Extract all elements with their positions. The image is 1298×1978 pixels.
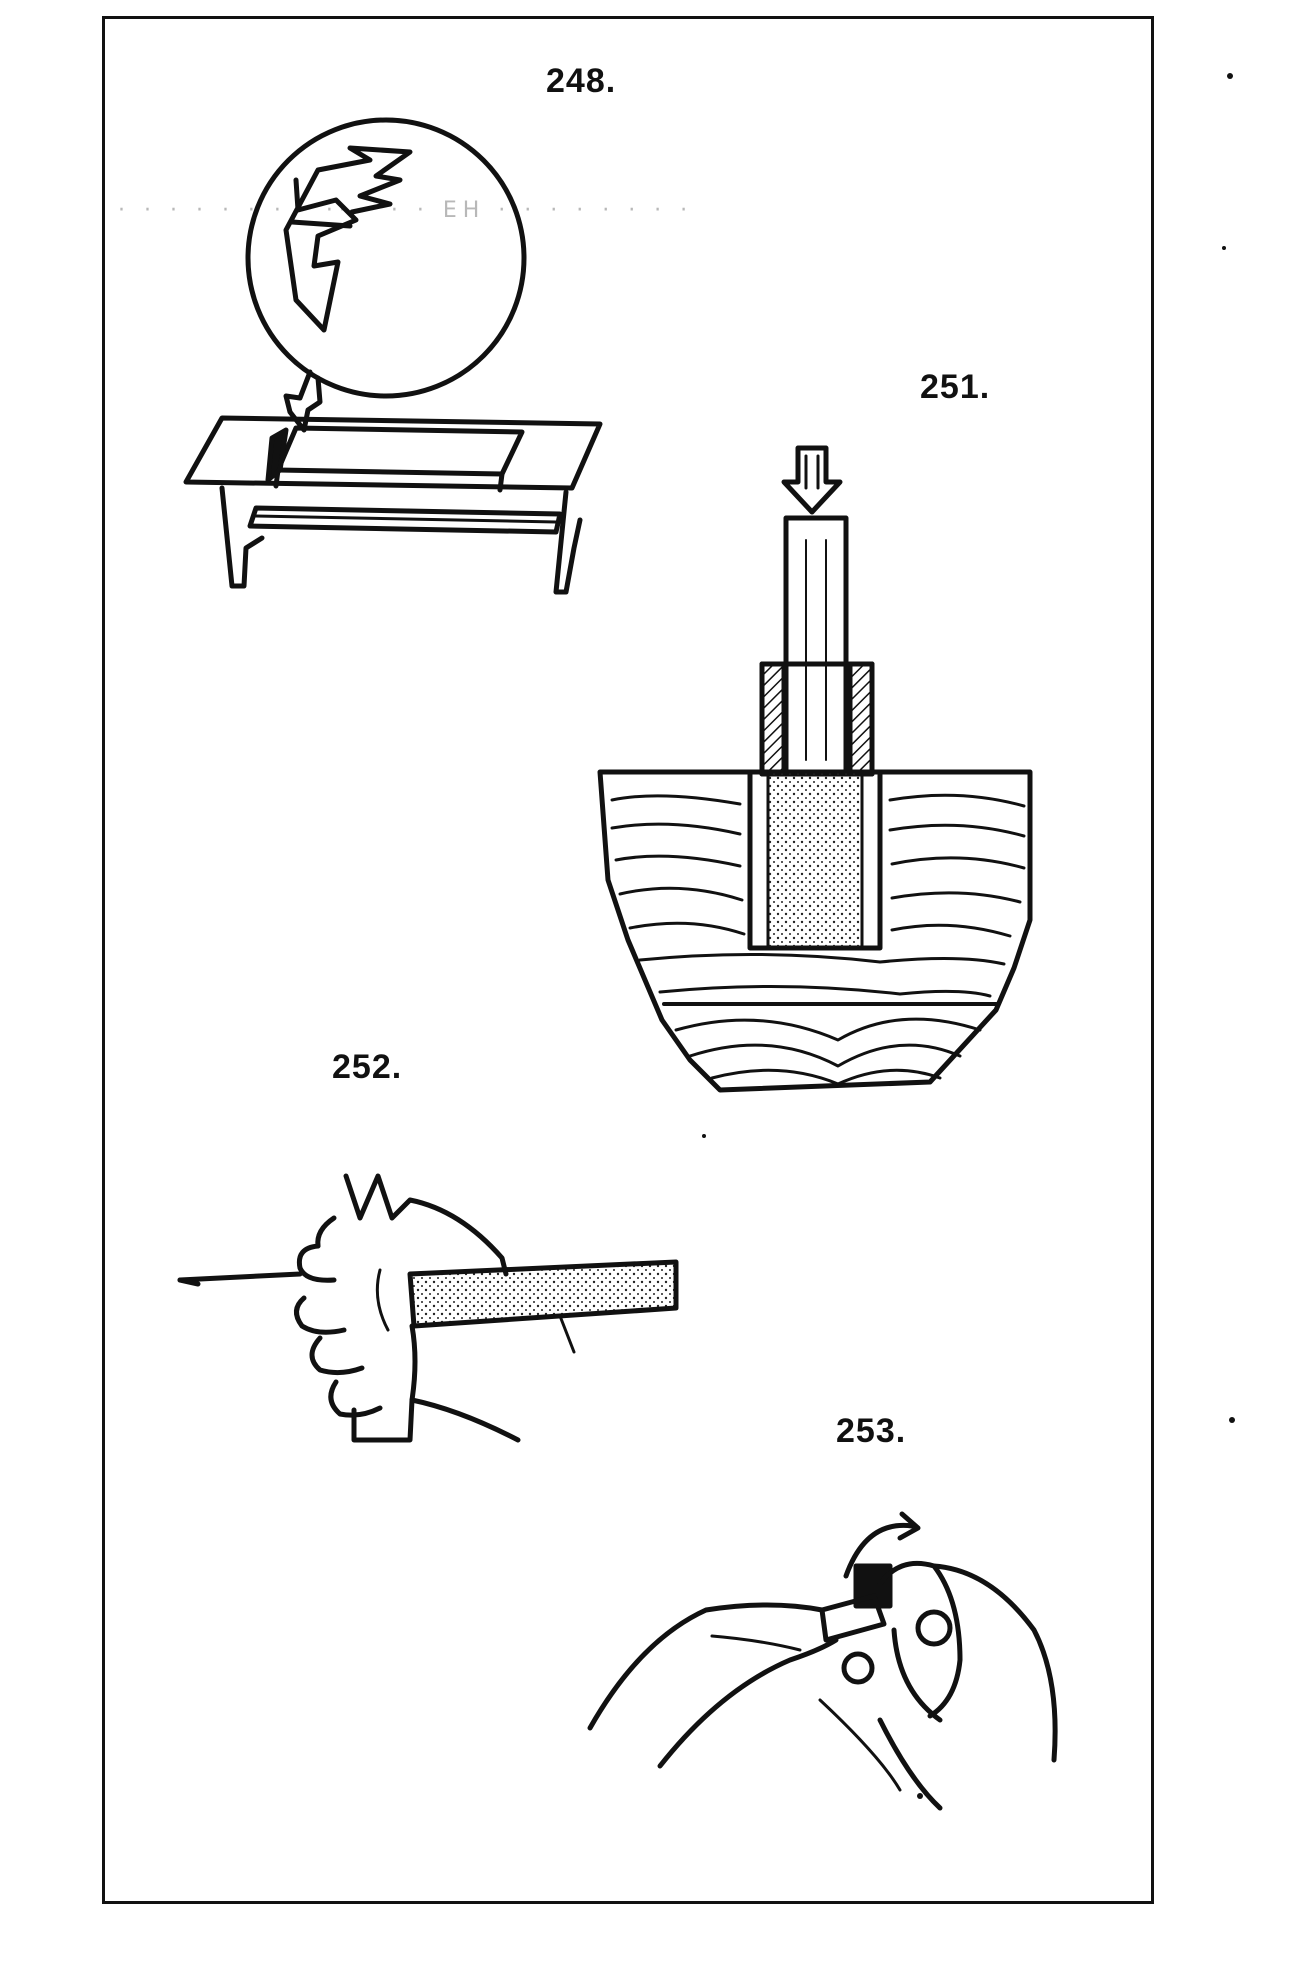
scan-specks: [702, 73, 1235, 1799]
wood-block: [597, 769, 1033, 1093]
rod: [783, 515, 849, 777]
right-hand: [877, 1560, 963, 1719]
bench-leg-right: [553, 489, 583, 595]
file-tang: [177, 1271, 303, 1283]
magnifier-circle: [245, 117, 527, 399]
figure-253-label: 253.: [836, 1412, 907, 1450]
figure-253-drawing: [587, 1511, 1058, 1811]
figure-252-drawing: [177, 1173, 679, 1443]
hand-finger-4: [328, 1379, 383, 1418]
figure-251-drawing: [597, 445, 1033, 1093]
bleed-through-text: · · · · · · · · ·· · · · EH · · · · · · …: [118, 198, 694, 223]
blade-tooth-edge: [289, 219, 353, 229]
wood-grain: [610, 793, 1026, 1086]
down-arrow-icon: [781, 445, 843, 515]
figure-248-label: 248.: [546, 62, 617, 100]
bench-leg-left: [219, 485, 265, 589]
bench-rail: [247, 505, 563, 535]
blade-on-bench: [265, 427, 289, 483]
hand-finger-3: [309, 1335, 365, 1376]
figure-252-label: 252.: [332, 1048, 403, 1086]
hand-finger-1: [296, 1243, 337, 1283]
file-body: [407, 1259, 679, 1329]
figure-248-drawing: [183, 117, 603, 595]
left-hand: [587, 1602, 825, 1731]
rotation-arrow-icon: [843, 1522, 915, 1579]
hand-finger-2: [294, 1295, 347, 1335]
bench-top: [183, 415, 603, 491]
figure-251-label: 251.: [920, 368, 991, 406]
wrist: [409, 1397, 521, 1443]
illustration-frame: [102, 16, 1154, 1904]
hand-fingers-top: [343, 1173, 509, 1277]
tool-shaft: [819, 1593, 887, 1643]
blade-tooth-outline: [283, 145, 413, 333]
sharpening-stone: [275, 425, 525, 477]
